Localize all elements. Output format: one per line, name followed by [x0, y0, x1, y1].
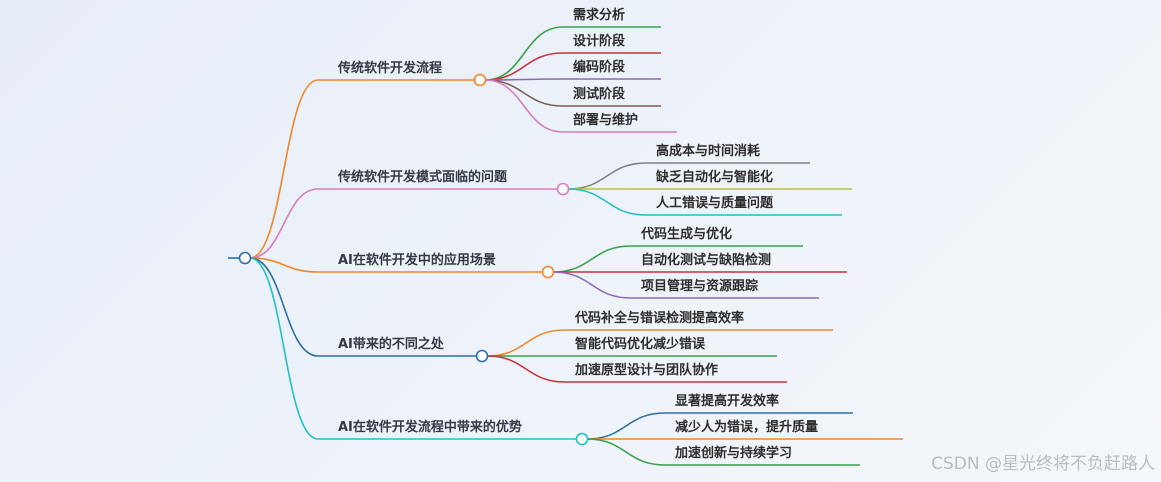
child-label: 显著提高开发效率 [675, 393, 779, 409]
child-label: 项目管理与资源跟踪 [641, 278, 758, 294]
branch-edge [249, 188, 319, 259]
child-edge [567, 188, 647, 216]
watermark: CSDN @星光终将不负赶路人 [931, 454, 1155, 474]
branch-edge [249, 257, 319, 440]
branch-label: AI带来的不同之处 [338, 336, 445, 352]
child-edge [484, 79, 564, 107]
child-label: 人工错误与质量问题 [656, 195, 774, 211]
branch-node-dot[interactable] [473, 73, 487, 87]
child-label: 代码补全与错误检测提高效率 [574, 310, 744, 326]
child-edge [486, 355, 566, 383]
branch-label: AI在软件开发中的应用场景 [338, 252, 496, 268]
branch-label: AI在软件开发流程中带来的优势 [338, 419, 522, 435]
child-label: 加速原型设计与团队协作 [574, 362, 718, 378]
child-label: 代码生成与优化 [640, 226, 732, 242]
branch-edge [249, 257, 319, 357]
root-node-dot[interactable] [238, 251, 252, 265]
branch-node-dot[interactable] [541, 265, 555, 279]
child-label: 自动化测试与缺陷检测 [641, 252, 771, 268]
child-label: 部署与维护 [573, 112, 638, 128]
branch-node-dot[interactable] [475, 349, 489, 363]
branch-label: 传统软件开发模式面临的问题 [337, 169, 508, 185]
child-edge [567, 162, 647, 190]
child-edge [486, 329, 566, 357]
child-label: 编码阶段 [573, 59, 625, 75]
mindmap-nodes: 传统软件开发流程 需求分析设计阶段编码阶段测试阶段部署与维护传统软件开发模式面临的… [238, 7, 818, 461]
child-label: 减少人为错误，提升质量 [675, 419, 818, 435]
child-label: 设计阶段 [573, 33, 625, 49]
child-label: 测试阶段 [573, 86, 625, 102]
child-label: 智能代码优化减少错误 [575, 336, 706, 352]
branch-node-dot[interactable] [556, 182, 570, 196]
child-edge [484, 52, 564, 81]
child-label: 高成本与时间消耗 [656, 143, 760, 159]
branch-edge [249, 257, 319, 273]
child-edge [586, 412, 666, 440]
branch-label: 传统软件开发流程 [337, 60, 442, 76]
child-edge [484, 26, 564, 81]
child-label: 加速创新与持续学习 [674, 445, 792, 461]
mindmap-edges [228, 26, 903, 466]
child-edge [552, 271, 632, 299]
branch-edge [249, 79, 319, 259]
branch-node-dot[interactable] [575, 432, 589, 446]
child-edge [484, 79, 564, 133]
child-label: 需求分析 [573, 7, 625, 23]
child-edge [586, 438, 666, 466]
child-label: 缺乏自动化与智能化 [655, 169, 773, 185]
child-edge [552, 245, 632, 273]
